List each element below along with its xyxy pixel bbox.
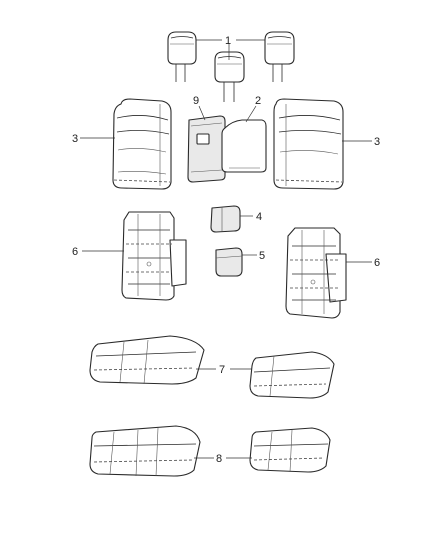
callout-2: 2 xyxy=(255,95,261,107)
callout-9: 9 xyxy=(193,95,199,107)
seat-cushion-cover-left xyxy=(89,335,205,385)
callout-6-left: 6 xyxy=(72,246,78,258)
callout-1: 1 xyxy=(225,35,231,47)
armrest-panel xyxy=(187,115,226,183)
seat-cushion-cover-right xyxy=(249,351,335,399)
callout-3-left: 3 xyxy=(72,133,78,145)
callout-4: 4 xyxy=(256,211,262,223)
seat-cushion-pad-left xyxy=(89,425,201,477)
callout-5: 5 xyxy=(259,250,265,262)
seatback-cover-left xyxy=(112,98,172,190)
seatback-frame-right xyxy=(285,227,347,319)
seatback-frame-left xyxy=(121,211,187,301)
headrest-left xyxy=(167,31,197,82)
callout-7: 7 xyxy=(219,364,225,376)
callout-6-right: 6 xyxy=(374,257,380,269)
seatback-cover-right xyxy=(273,98,344,190)
callout-8: 8 xyxy=(216,453,222,465)
callout-3-right: 3 xyxy=(374,136,380,148)
seatback-pad-center xyxy=(221,119,267,173)
bracket-lower xyxy=(215,247,243,277)
bracket-upper xyxy=(210,205,241,233)
headrest-right xyxy=(264,31,295,82)
headrest-center xyxy=(214,51,245,102)
seat-cushion-pad-right xyxy=(249,427,331,473)
leader-lines xyxy=(80,39,372,459)
